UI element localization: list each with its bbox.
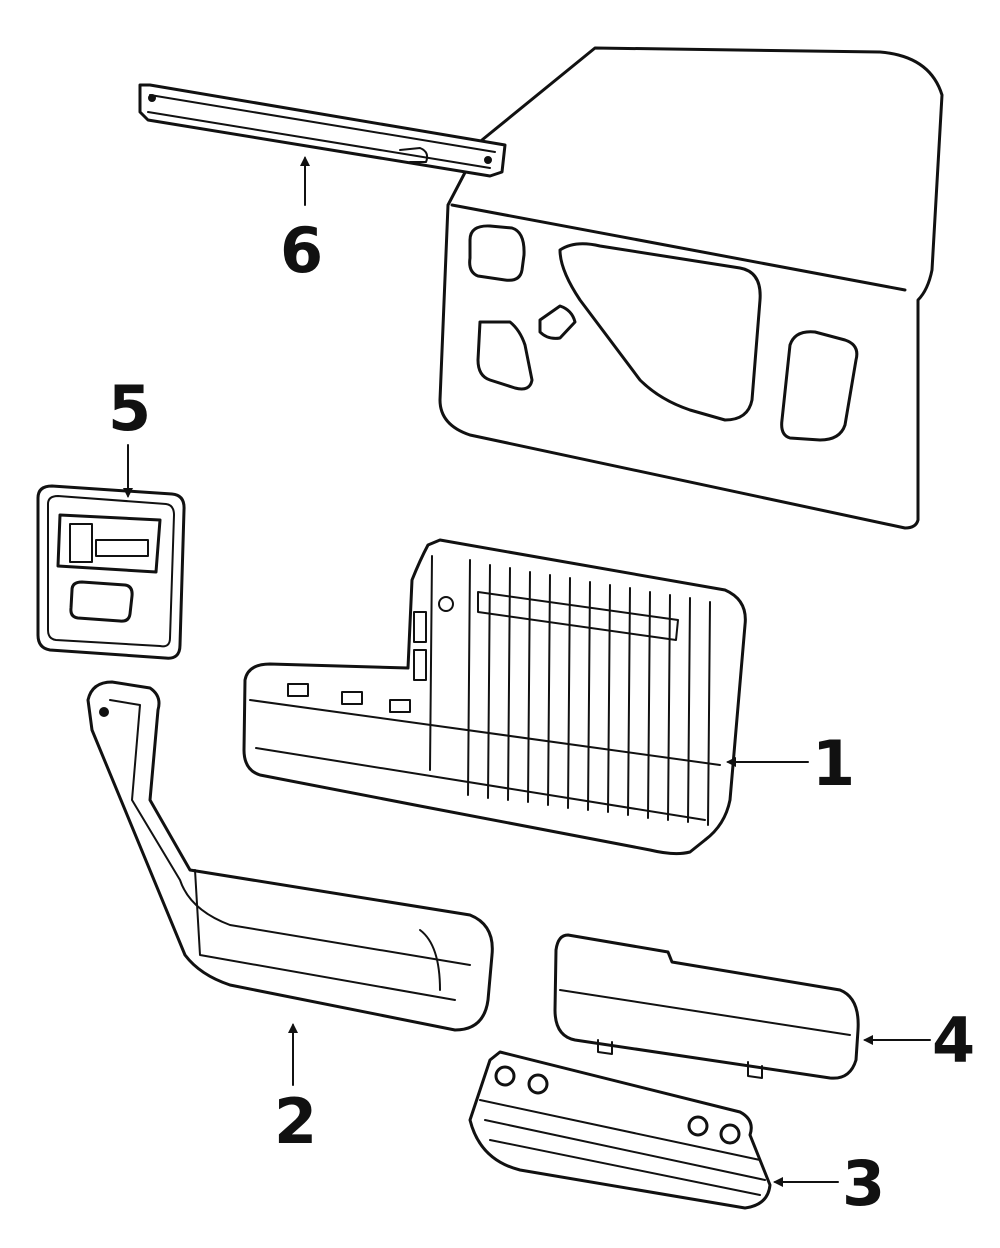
callout-3: 3 — [842, 1147, 885, 1220]
door-inner-panel — [438, 46, 944, 530]
part-1-door-trim-panel — [242, 538, 747, 856]
leader-arrows — [123, 156, 931, 1187]
callout-5: 5 — [108, 372, 151, 445]
callout-4: 4 — [932, 1004, 975, 1077]
callout-1: 1 — [812, 727, 855, 800]
callout-6: 6 — [280, 214, 323, 287]
part-2-armrest-handle — [86, 680, 494, 1032]
part-4-armrest-pad — [553, 933, 860, 1080]
callout-labels: 6 5 1 2 4 3 — [108, 214, 975, 1220]
callout-2: 2 — [274, 1085, 317, 1158]
part-6-trim-strip — [138, 83, 507, 178]
part-5-switch-bezel — [36, 484, 186, 660]
part-3-armrest-base — [468, 1050, 772, 1210]
